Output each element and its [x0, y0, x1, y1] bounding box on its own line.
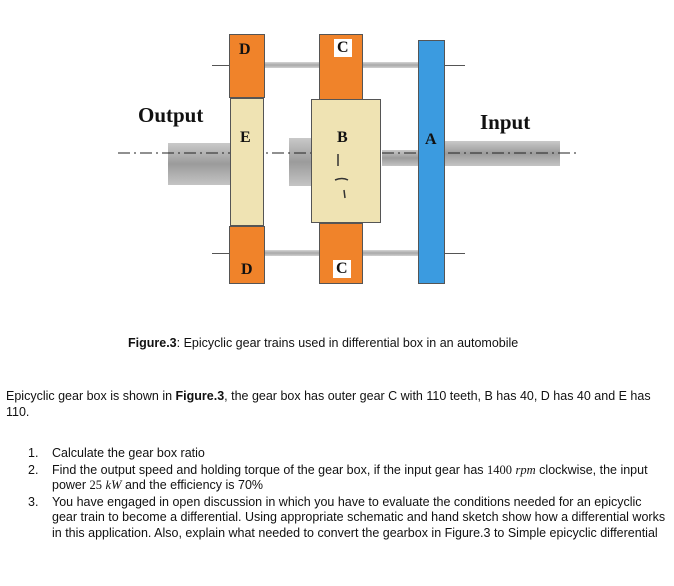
- problem-paragraph: Epicyclic gear box is shown in Figure.3,…: [6, 388, 666, 420]
- gear-a-label: A: [425, 131, 437, 148]
- gear-c-top-label: C: [334, 39, 352, 57]
- figure-caption-prefix: Figure.3: [128, 336, 177, 350]
- output-shaft: [168, 143, 230, 185]
- gear-e-label: E: [240, 129, 251, 146]
- input-label: Input: [480, 110, 531, 134]
- shaft-b-to-a: [382, 150, 418, 166]
- question-text: Calculate the gear box ratio: [52, 446, 205, 460]
- gear-a: A: [418, 40, 445, 284]
- input-power-value: 25: [89, 478, 103, 492]
- figure-caption: Figure.3: Epicyclic gear trains used in …: [128, 336, 518, 350]
- question-number: 2.: [28, 462, 39, 477]
- gear-d-bottom-label: D: [241, 261, 253, 278]
- question-item: 3. You have engaged in open discussion i…: [28, 495, 668, 542]
- gear-c-top: C: [319, 34, 363, 100]
- input-speed-unit: rpm: [515, 462, 536, 477]
- middle-shaft: [289, 138, 313, 186]
- figure-caption-text: : Epicyclic gear trains used in differen…: [176, 336, 519, 350]
- question-text: You have engaged in open discussion in w…: [52, 494, 666, 540]
- paragraph-bold-ref: Figure.3: [175, 389, 225, 403]
- question-number: 3.: [28, 494, 39, 509]
- gear-c-bottom-label: C: [333, 260, 351, 278]
- question-item: 2. Find the output speed and holding tor…: [28, 463, 668, 494]
- paragraph-part2: , the gear box has outer gear C with 110…: [6, 389, 651, 419]
- question-text-part2: clockwise, the input power: [52, 462, 648, 493]
- paragraph-part1: Epicyclic gear box is shown in: [6, 389, 176, 403]
- question-text-part3: and the efficiency is 70%: [121, 478, 264, 492]
- bottom-carrier-line-right: [443, 253, 465, 254]
- question-item: 1. Calculate the gear box ratio: [28, 446, 668, 462]
- gear-b-label: B: [337, 129, 348, 146]
- input-power-unit: kW: [105, 478, 122, 492]
- gear-b-marks: [334, 154, 349, 199]
- gear-b: B: [311, 99, 381, 223]
- gear-d-top-label: D: [239, 41, 251, 58]
- bottom-carrier-line-left: [212, 253, 236, 254]
- top-carrier-line-right: [443, 65, 465, 66]
- question-list: 1. Calculate the gear box ratio 2. Find …: [28, 446, 668, 542]
- top-carrier-line-left: [212, 65, 236, 66]
- gear-e: E: [230, 98, 264, 226]
- epicyclic-gear-diagram: D E D C B C A Output Input: [118, 34, 578, 284]
- input-speed-value: 1400: [487, 462, 513, 477]
- output-label: Output: [138, 103, 204, 127]
- gear-c-bottom: C: [319, 223, 363, 284]
- gear-d-bottom: D: [229, 226, 265, 284]
- question-number: 1.: [28, 446, 39, 460]
- gear-d-top: D: [229, 34, 265, 98]
- question-text-part1: Find the output speed and holding torque…: [52, 462, 488, 477]
